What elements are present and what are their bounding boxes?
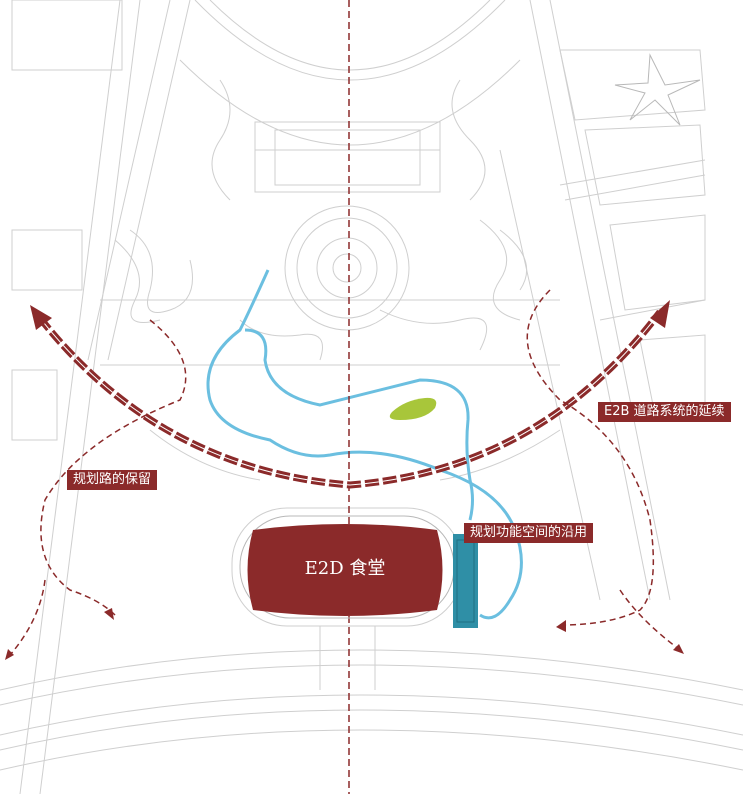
extend-road-callout: E2B 道路系统的延续 [598,402,731,422]
reuse-space-callout: 规划功能空间的沿用 [464,523,594,543]
retain-road-callout: 规划路的保留 [67,470,158,490]
canteen-label: E2D 食堂 [304,558,386,579]
arc-arrow-right-icon [650,300,670,328]
water-stream [206,269,523,620]
green-lawn-patch [389,397,437,420]
canteen-building [247,524,443,616]
flow-arrows [9,289,681,656]
flow-arrowheads [5,608,684,660]
arc-arrow-left-icon [30,305,52,330]
